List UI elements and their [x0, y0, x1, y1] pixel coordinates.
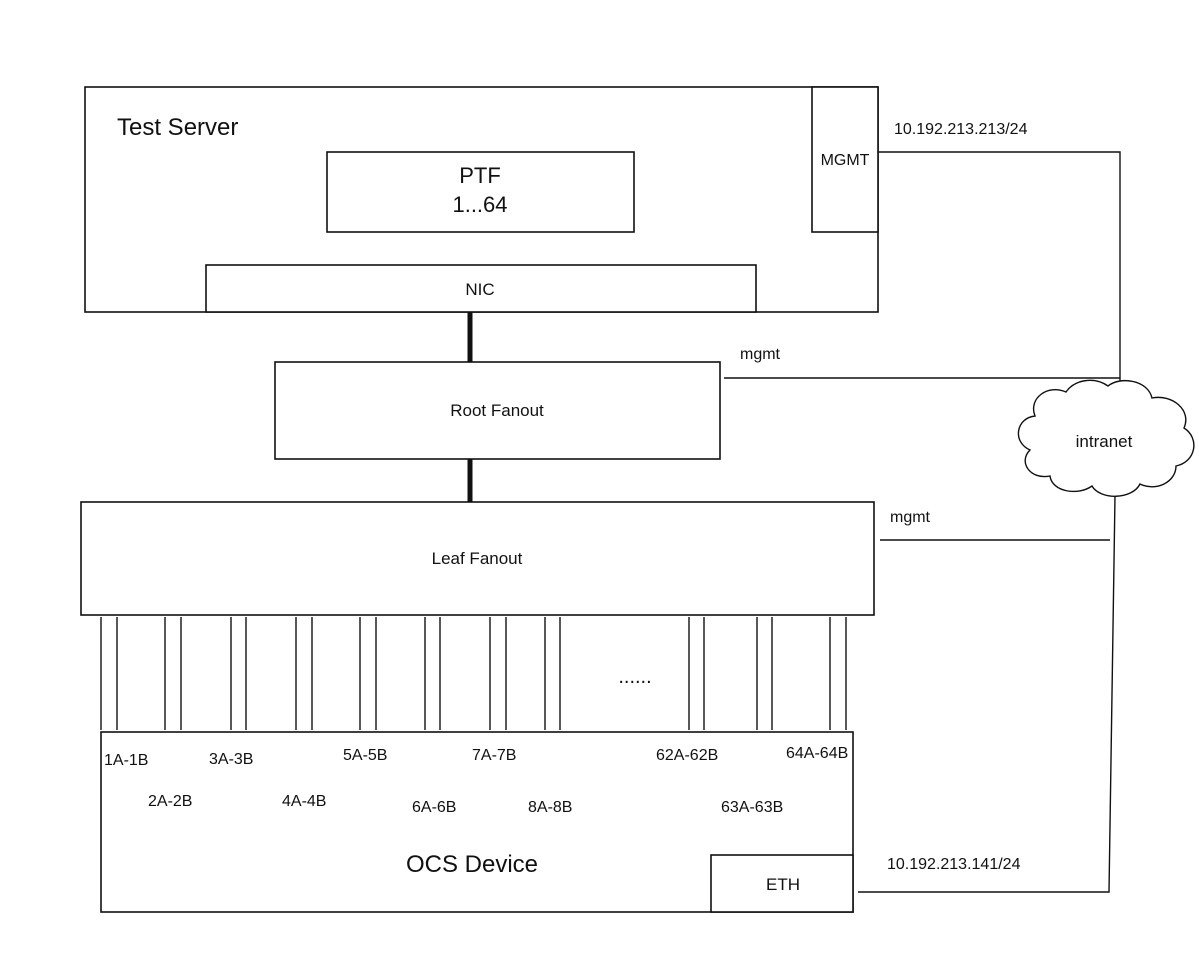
ocs-ip-label: 10.192.213.141/24 — [887, 856, 1021, 873]
leaf-fanout: Leaf Fanout mgmt — [80, 501, 1110, 616]
server-ip-label: 10.192.213.213/24 — [894, 121, 1028, 138]
port-label: 6A-6B — [412, 799, 456, 816]
fiber-links: ...... — [100, 617, 847, 730]
port-label: 7A-7B — [472, 747, 516, 764]
test-server: Test Server PTF 1...64 MGMT NIC — [84, 86, 879, 313]
root-fanout-label: Root Fanout — [450, 401, 544, 420]
root-fanout-box — [274, 361, 721, 460]
server-mgmt-link: 10.192.213.213/24 — [878, 121, 1121, 392]
port-label: 2A-2B — [148, 793, 192, 810]
eth-port-box — [710, 854, 854, 913]
test-server-title: Test Server — [117, 114, 238, 141]
root-fanout: Root Fanout mgmt — [274, 346, 1120, 460]
port-label: 62A-62B — [656, 747, 718, 764]
port-label: 3A-3B — [209, 751, 253, 768]
intranet-cloud: intranet — [1017, 379, 1195, 497]
port-label: 4A-4B — [282, 793, 326, 810]
root-mgmt-label: mgmt — [740, 346, 781, 363]
port-label: 5A-5B — [343, 747, 387, 764]
ocs-eth-line — [858, 495, 1116, 893]
leaf-mgmt-label: mgmt — [890, 509, 931, 526]
fiber-ellipsis: ...... — [618, 666, 651, 688]
mgmt-port-label: MGMT — [821, 152, 870, 169]
nic-box — [205, 264, 757, 313]
port-label: 8A-8B — [528, 799, 572, 816]
eth-port-label: ETH — [766, 875, 800, 894]
cloud-label: intranet — [1076, 432, 1133, 451]
ptf-box — [326, 151, 635, 233]
server-mgmt-line — [878, 151, 1121, 392]
leaf-fanout-label: Leaf Fanout — [432, 549, 523, 568]
cloud-icon — [1017, 379, 1195, 497]
port-label: 63A-63B — [721, 799, 783, 816]
port-label: 1A-1B — [104, 752, 148, 769]
leaf-fanout-box — [80, 501, 875, 616]
ptf-label: PTF — [459, 163, 501, 188]
mgmt-port-box — [811, 86, 879, 233]
port-label: 64A-64B — [786, 745, 848, 762]
nic-label: NIC — [465, 280, 494, 299]
ocs-device-label: OCS Device — [406, 851, 538, 878]
ocs-device: 1A-1B 2A-2B 3A-3B 4A-4B 5A-5B 6A-6B 7A-7… — [100, 495, 1116, 913]
ptf-range: 1...64 — [452, 192, 507, 217]
